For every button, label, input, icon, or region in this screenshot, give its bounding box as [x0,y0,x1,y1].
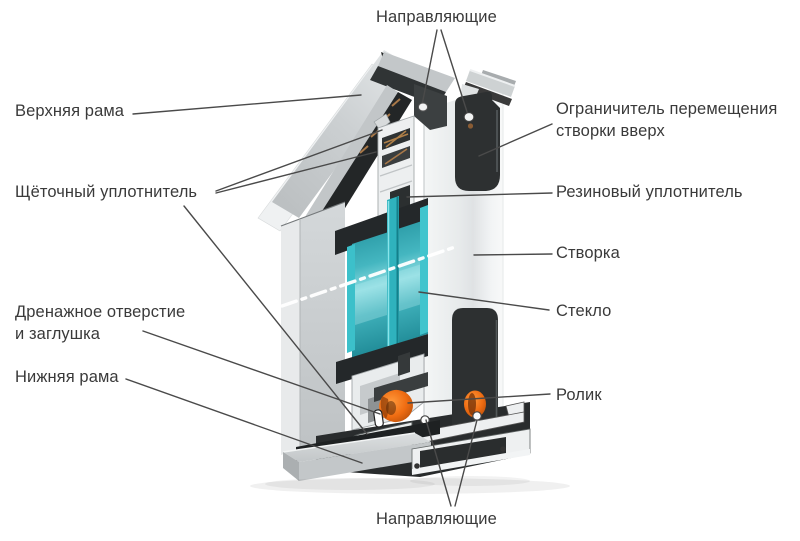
leader-brush-seal-2 [215,151,377,194]
roller-housing [452,308,498,426]
label-drainage-line2: и заглушка [15,325,101,343]
leader-limiter [478,123,553,157]
leader-glass [418,291,550,311]
label-limiter: Ограничитель перемещения створки вверх [556,98,777,142]
label-roller: Ролик [556,386,602,404]
label-rubber-seal: Резиновый уплотнитель [556,183,743,201]
front-bottom-rail [411,428,531,475]
leader-guides-top-right [440,29,469,116]
leader-lines [125,29,553,507]
leader-rubber-seal [406,192,553,198]
leader-sash [473,253,553,256]
label-limiter-line1: Ограничитель перемещения [556,100,778,118]
leader-brush-seal-1 [215,129,383,192]
glass-unit [280,196,460,358]
label-drainage-line1: Дренажное отверстие [15,303,186,321]
leader-roller [407,393,551,404]
leader-drainage [142,330,381,415]
guide-knob-right [472,411,482,421]
label-limiter-line2: створки вверх [556,122,665,140]
left-roller [379,389,413,423]
leader-upper-frame [132,94,362,115]
brush-bristles-top [383,130,409,148]
label-guides-top: Направляющие [376,8,497,26]
label-glass: Стекло [556,302,612,320]
label-brush-seal: Щёточный уплотнитель [15,183,198,201]
label-guides-bottom: Направляющие [376,510,497,528]
label-upper-frame: Верхняя рама [15,102,125,120]
rollers [379,389,486,423]
leader-lower-frame [125,378,363,464]
section-centerline [280,244,460,308]
drainage-hole [373,409,384,428]
leader-guides-bottom-left [425,419,452,507]
leader-brush-seal-3 [183,205,368,435]
leader-guides-top-left [421,29,438,106]
ground-shadow [250,476,570,494]
sill [282,432,431,481]
label-sash: Створка [556,244,620,262]
guide-holes [417,102,475,122]
label-lower-frame: Нижняя рама [15,368,119,386]
sash-limiter [455,91,500,191]
label-drainage: Дренажное отверстие и заглушка [15,301,185,345]
leader-guides-bottom-right [454,419,478,507]
